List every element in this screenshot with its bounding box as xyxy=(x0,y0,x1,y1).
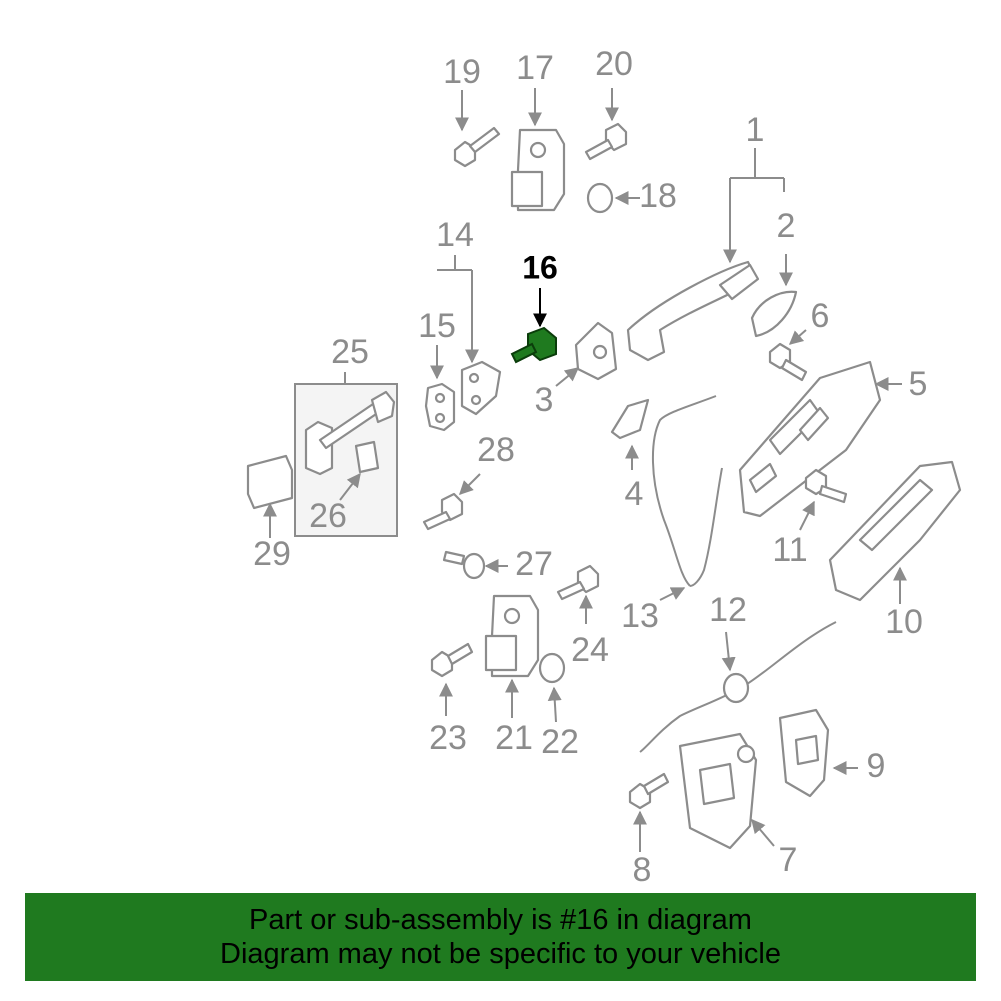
part-11-screw xyxy=(799,468,848,531)
part-1-outer-handle xyxy=(626,148,785,362)
banner-line-2: Diagram may not be specific to your vehi… xyxy=(220,938,781,970)
part-29-stop xyxy=(246,454,294,538)
callout-25: 25 xyxy=(331,333,369,371)
callout-26: 26 xyxy=(309,497,347,535)
callout-22: 22 xyxy=(541,723,579,761)
part-8-bolt xyxy=(628,772,670,852)
callout-19: 19 xyxy=(443,53,481,91)
part-25-check-strap-box xyxy=(294,372,398,537)
part-22-bushing xyxy=(538,652,566,723)
callout-8: 8 xyxy=(633,851,652,889)
callout-23: 23 xyxy=(429,719,467,757)
part-27-bolt xyxy=(442,550,508,580)
part-17-hinge xyxy=(510,88,566,212)
callout-12: 12 xyxy=(709,591,747,629)
part-3-bracket xyxy=(555,321,618,387)
part-14-group xyxy=(437,255,502,416)
callout-28: 28 xyxy=(477,431,515,469)
callout-2: 2 xyxy=(777,207,796,245)
part-9-actuator xyxy=(778,708,858,798)
callout-7: 7 xyxy=(779,841,798,879)
callout-6: 6 xyxy=(811,297,830,335)
info-banner: Part or sub-assembly is #16 in diagram D… xyxy=(25,893,976,981)
part-7-latch xyxy=(678,732,775,850)
callout-11: 11 xyxy=(772,531,807,569)
callout-29: 29 xyxy=(253,535,291,573)
callout-14: 14 xyxy=(436,216,474,254)
part-18-bushing xyxy=(586,182,640,214)
part-19-bolt xyxy=(453,90,501,168)
part-13-cable xyxy=(651,395,723,601)
callout-1: 1 xyxy=(746,111,765,149)
callout-24: 24 xyxy=(571,631,609,669)
part-6-screw xyxy=(768,329,808,382)
callout-15: 15 xyxy=(418,307,456,345)
callout-17: 17 xyxy=(516,49,554,87)
part-20-bolt xyxy=(584,88,628,161)
part-28-bolt xyxy=(422,473,481,531)
callout-4: 4 xyxy=(625,475,644,513)
callout-10: 10 xyxy=(885,603,923,641)
part-23-bolt xyxy=(430,642,474,716)
part-24-bolt xyxy=(556,564,600,624)
part-16-bolt-highlighted xyxy=(510,288,557,364)
callout-18: 18 xyxy=(639,177,677,215)
part-10-inner-handle xyxy=(828,460,962,604)
parts-diagram: 19 17 20 18 14 15 16 xyxy=(246,45,962,889)
callout-3: 3 xyxy=(535,381,554,419)
part-12-cable xyxy=(639,621,837,753)
part-15-shim xyxy=(424,345,456,432)
callout-13: 13 xyxy=(621,597,659,635)
part-21-hinge xyxy=(484,594,540,718)
callout-27: 27 xyxy=(515,545,553,583)
callout-21: 21 xyxy=(495,719,533,757)
callout-5: 5 xyxy=(909,365,928,403)
callout-16: 16 xyxy=(522,249,558,285)
callout-20: 20 xyxy=(595,45,633,83)
part-26-gasket xyxy=(339,440,380,501)
part-5-handle-carrier xyxy=(738,360,902,518)
callout-9: 9 xyxy=(867,747,886,785)
banner-line-1: Part or sub-assembly is #16 in diagram xyxy=(249,904,752,936)
part-4-seal xyxy=(610,398,650,470)
part-2-cover xyxy=(750,254,798,338)
